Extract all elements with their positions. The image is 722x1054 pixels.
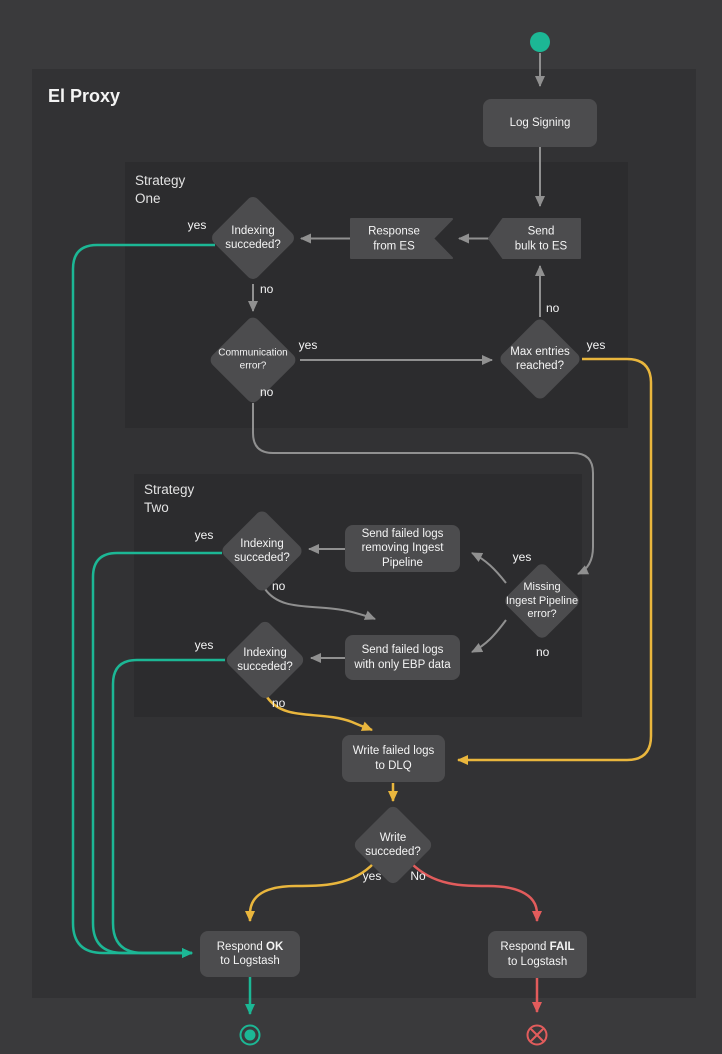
edge-write-yes-to-respond-ok [245,862,375,922]
edge-communication-no-to-missing-ingest [252,403,594,575]
edge-label-max-entries-yes: yes [586,338,606,352]
node-log-signing: Log Signing [483,99,597,147]
strategy-two-label: Strategy Two [144,482,195,515]
node-respond-fail: Respond FAIL to Logstash [488,931,587,978]
node-send-bulk-label: Send bulk to ES [514,225,568,253]
edge-label-indexing-s2a-yes: yes [194,528,214,542]
edge-label-communication-yes: yes [298,338,318,352]
edge-write-no-to-respond-fail [410,862,542,922]
node-respond-ok: Respond OK to Logstash [200,931,300,977]
edge-missing-no-to-ebp [471,619,507,653]
edge-indexing-s2a-yes-to-respond-ok [91,551,222,958]
diamond-indexing-s2b-label: Indexing succeded? [237,647,293,673]
diamond-max-entries-label: Max entries reached? [510,346,570,372]
edge-label-write-yes: yes [362,869,382,883]
diamond-missing-ingest-label: Missing Ingest Pipeline error? [505,580,579,620]
end-node-success [239,1024,261,1046]
edge-indexing-s2b-no-to-write-dlq [265,696,373,732]
edge-label-communication-no: no [260,385,274,399]
node-send-failed-ebp: Send failed logs with only EBP data [345,635,460,680]
edge-label-missing-yes: yes [512,550,532,564]
diamond-write-succeded-label: Write succeded? [365,832,421,858]
diamond-communication-error-label: Communication error? [218,347,288,372]
node-write-dlq: Write failed logs to DLQ [342,735,445,782]
send-bulk-shape [488,218,581,259]
edge-indexing-s2b-yes-to-respond-ok [111,658,225,958]
node-send-failed-removing: Send failed logs removing Ingest Pipelin… [345,525,460,572]
edge-max-entries-yes-to-write-dlq [457,357,653,765]
edge-label-indexing-s2b-yes: yes [194,638,214,652]
start-node [530,32,550,52]
edge-label-max-entries-no: no [546,301,560,315]
edge-indexing-s1-yes-to-respond-ok [71,243,215,958]
diamond-indexing-s1-label: Indexing succeded? [225,225,281,251]
edge-indexing-s2a-no-to-ebp [264,588,376,620]
edge-label-indexing-s2a-no: no [272,579,286,593]
diamond-indexing-s2a-label: Indexing succeded? [234,538,290,564]
edge-label-indexing-s1-yes: yes [187,218,207,232]
edge-label-write-no: No [410,869,426,883]
strategy-one-label: Strategy One [135,173,186,206]
edge-label-missing-no: no [536,645,550,659]
edge-label-indexing-s2b-no: no [272,696,286,710]
page-title: El Proxy [48,86,121,106]
response-es-shape [350,218,453,259]
end-node-fail [526,1024,548,1046]
edge-missing-yes-to-removing [471,552,507,584]
node-response-es-label: Response from ES [368,225,420,253]
edge-label-indexing-s1-no: no [260,282,274,296]
